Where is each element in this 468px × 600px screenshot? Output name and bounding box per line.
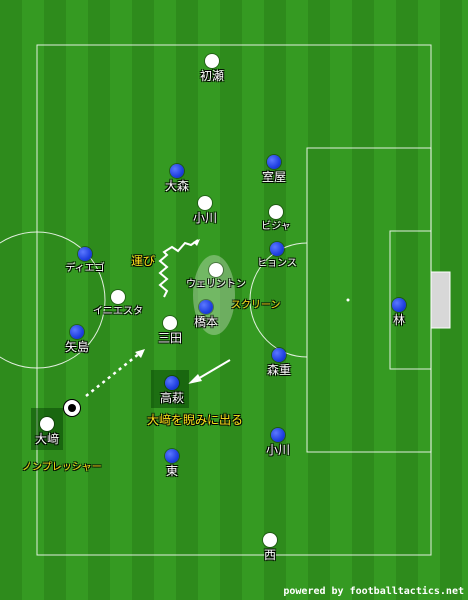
soccer-ball-icon	[64, 400, 80, 416]
player-name: 西	[263, 548, 276, 562]
player-iniesta: イニエスタ	[88, 290, 148, 319]
player-name: 大森	[164, 179, 189, 193]
player-name: ヒョンス	[257, 258, 297, 269]
player-nishi: 西	[240, 533, 300, 562]
player-marker	[163, 316, 177, 330]
move-arrow	[195, 359, 231, 381]
annotation-screen: スクリーン	[231, 300, 281, 311]
player-marker	[392, 298, 406, 312]
player-marker	[199, 300, 213, 314]
player-marker	[269, 205, 283, 219]
player-name: ディエゴ	[65, 263, 105, 274]
player-name: 小川	[265, 443, 290, 457]
player-higashi: 東	[142, 449, 202, 478]
player-name: 室屋	[261, 170, 286, 184]
annotation-watch-osaki: 大﨑を睨みに出る	[147, 413, 244, 427]
penalty-spot	[346, 298, 350, 302]
player-hyons: ヒョンス	[247, 242, 307, 271]
player-takahagi: 高萩	[142, 376, 202, 405]
player-name: 高萩	[159, 391, 184, 405]
player-hashimoto: 橋本	[176, 300, 236, 329]
goal	[430, 271, 451, 329]
annotation-carry: 運び	[131, 254, 156, 268]
player-name: 大﨑	[34, 432, 59, 446]
player-marker	[205, 54, 219, 68]
player-marker	[165, 449, 179, 463]
player-name: 林	[392, 313, 405, 327]
footer-credit: powered by footballtactics.net	[283, 586, 464, 597]
player-name: ビジャ	[261, 221, 291, 232]
player-marker	[165, 376, 179, 390]
player-ogawa-white: 小川	[175, 196, 235, 225]
player-marker	[198, 196, 212, 210]
player-marker	[40, 417, 54, 431]
player-yajima: 矢島	[47, 325, 107, 354]
player-name: 橋本	[193, 315, 218, 329]
player-osaki: 大﨑	[17, 417, 77, 446]
player-marker	[263, 533, 277, 547]
move-arrowhead	[188, 374, 202, 384]
highlight-oval	[193, 255, 235, 335]
player-marker	[271, 428, 285, 442]
player-bijaru: ビジャ	[246, 205, 306, 234]
player-diego: ディエゴ	[55, 247, 115, 276]
player-muroya: 室屋	[244, 155, 304, 184]
player-marker	[70, 325, 84, 339]
player-name: 東	[165, 464, 178, 478]
player-mita: 三田	[140, 316, 200, 345]
center-circle	[0, 231, 106, 369]
player-name: 初瀬	[199, 69, 224, 83]
player-name: 小川	[192, 211, 217, 225]
player-hayashi: 林	[369, 298, 429, 327]
carry-path-arrow	[158, 239, 199, 298]
player-marker	[170, 164, 184, 178]
player-morishige: 森重	[249, 348, 309, 377]
player-name: 三田	[157, 331, 182, 345]
player-marker	[272, 348, 286, 362]
carry-arrowhead	[193, 239, 200, 246]
player-name: ウェリントン	[186, 279, 246, 290]
player-marker	[209, 263, 223, 277]
player-marker	[267, 155, 281, 169]
player-marker	[78, 247, 92, 261]
player-name: イニエスタ	[93, 306, 143, 317]
annotation-no-pressure: ノンプレッシャー	[22, 462, 102, 473]
player-name: 矢島	[64, 340, 89, 354]
player-hatsuse: 初瀬	[182, 54, 242, 83]
player-omori: 大森	[147, 164, 207, 193]
pass-arrowhead	[135, 349, 145, 358]
player-ogawa-blue: 小川	[248, 428, 308, 457]
player-marker	[111, 290, 125, 304]
player-marker	[270, 242, 284, 256]
pass-line	[85, 352, 141, 397]
player-name: 森重	[266, 363, 291, 377]
player-wellington: ウェリントン	[186, 263, 246, 292]
